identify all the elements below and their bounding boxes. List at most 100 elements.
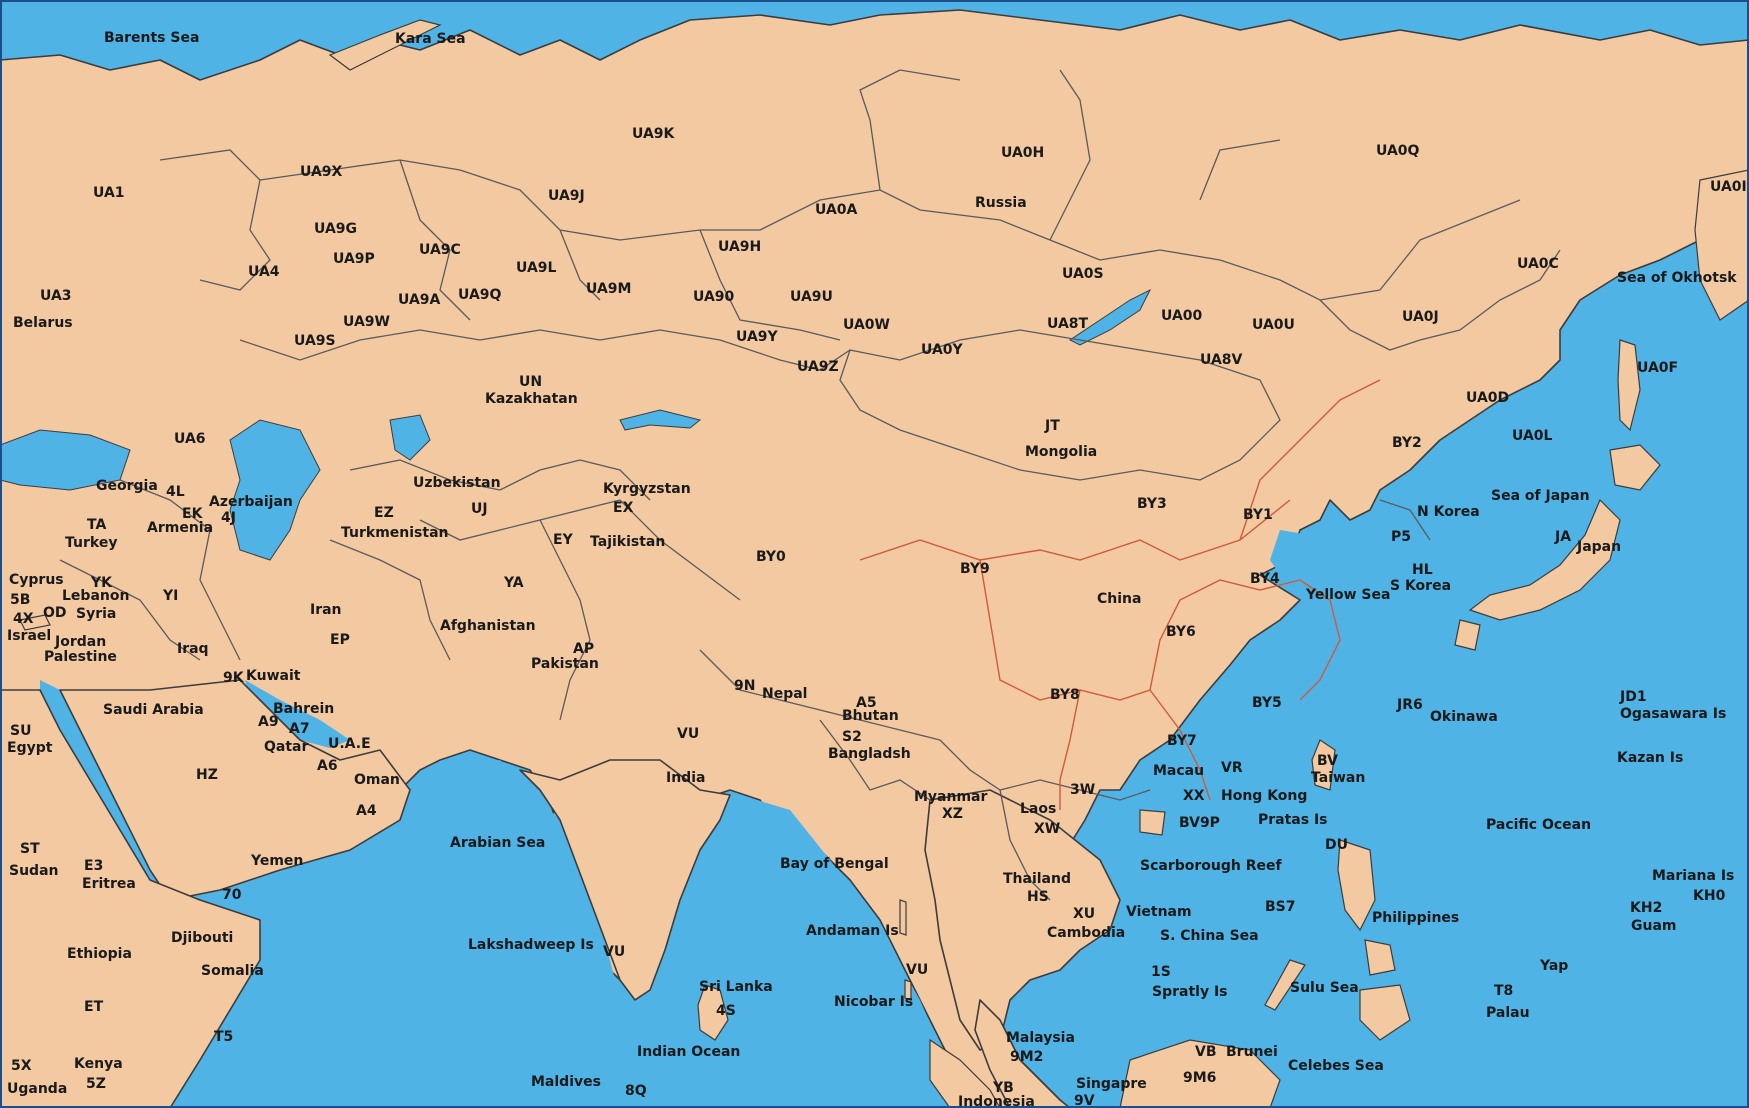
label-jordan: Jordan (54, 634, 106, 650)
label-4j: 4J (221, 510, 236, 526)
yellow-sea-water (1270, 530, 1360, 610)
label-hong-kong: Hong Kong (1221, 788, 1307, 804)
label-ua9u: UA9U (790, 289, 833, 305)
label-ta: TA (87, 517, 106, 533)
label-5z: 5Z (86, 1076, 106, 1092)
label-malaysia: Malaysia (1006, 1030, 1075, 1046)
label-sudan: Sudan (9, 863, 59, 879)
label-hz: HZ (196, 767, 218, 783)
label-bhutan: Bhutan (842, 708, 899, 724)
mindanao (1359, 984, 1411, 1041)
label-djibouti: Djibouti (171, 930, 233, 946)
label-tajikistan: Tajikistan (590, 534, 665, 550)
label-sea-of-japan: Sea of Japan (1491, 488, 1590, 504)
label-israel: Israel (7, 628, 51, 644)
label-3w: 3W (1070, 782, 1095, 798)
label-kh0: KH0 (1693, 888, 1726, 904)
label-ua6: UA6 (174, 431, 206, 447)
label-a4: A4 (356, 803, 377, 819)
label-bv: BV (1317, 753, 1338, 769)
label-russia: Russia (975, 195, 1027, 211)
label-yi: YI (162, 588, 178, 604)
arabian-sea-water (120, 760, 620, 1108)
persian-gulf (245, 680, 350, 748)
label-kh2: KH2 (1630, 900, 1662, 916)
label-bangladsh: Bangladsh (828, 746, 911, 762)
label-philippines: Philippines (1372, 910, 1459, 926)
visayas (1364, 939, 1396, 976)
label-jt: JT (1044, 418, 1060, 434)
label-ua90: UA90 (693, 289, 735, 305)
label-by0: BY0 (756, 549, 786, 565)
malay-peninsula (974, 999, 1071, 1108)
label-yellow-sea: Yellow Sea (1305, 587, 1390, 603)
label-ua9s: UA9S (294, 333, 336, 349)
sakhalin (1617, 339, 1641, 432)
label-ua9l: UA9L (516, 260, 557, 276)
andaman-islands (899, 899, 907, 936)
caspian-sea (229, 419, 321, 561)
label-brunei: Brunei (1226, 1044, 1278, 1060)
label-jr6: JR6 (1396, 697, 1423, 713)
taiwan (1311, 739, 1336, 791)
label-ex: EX (613, 500, 634, 516)
label-hs: HS (1027, 889, 1049, 905)
label-taiwan: Taiwan (1311, 770, 1365, 786)
novaya-zemlya (328, 19, 442, 71)
label-ua0f: UA0F (1637, 360, 1678, 376)
china-province-borders (859, 379, 1381, 810)
label-okinawa: Okinawa (1430, 709, 1498, 725)
label-du: DU (1325, 837, 1348, 853)
label-nicobar-is: Nicobar Is (834, 994, 913, 1010)
label-guam: Guam (1631, 918, 1677, 934)
label-armenia: Armenia (147, 520, 213, 536)
label-spratly-is: Spratly Is (1152, 984, 1228, 1000)
label-ua9w: UA9W (343, 314, 390, 330)
label-turkmenistan: Turkmenistan (341, 525, 448, 541)
label-vu-india: VU (677, 726, 699, 742)
label-singapre: Singapre (1076, 1076, 1147, 1092)
label-sri-lanka: Sri Lanka (699, 979, 773, 995)
eurasia-landmass (0, 9, 1749, 1108)
label-ua9y: UA9Y (736, 329, 779, 345)
label-ua0h: UA0H (1001, 145, 1044, 161)
label-ua9x: UA9X (300, 164, 343, 180)
label-ua0l: UA0L (1512, 428, 1553, 444)
label-od: OD (43, 605, 67, 621)
label-ua9z: UA9Z (797, 359, 839, 375)
label-9n: 9N (734, 678, 755, 694)
arabian-peninsula (59, 679, 411, 901)
label-a7: A7 (289, 721, 310, 737)
label-5x: 5X (11, 1058, 32, 1074)
label-9m6: 9M6 (1183, 1070, 1216, 1086)
label-xu: XU (1073, 906, 1095, 922)
label-ua3: UA3 (40, 288, 72, 304)
africa-horn (0, 689, 261, 1108)
label-9v: 9V (1074, 1093, 1095, 1108)
label-yemen: Yemen (250, 853, 303, 869)
japan-hokkaido (1609, 444, 1661, 491)
label-uj: UJ (471, 501, 488, 517)
label-a9: A9 (258, 714, 279, 730)
label-p5: P5 (1391, 529, 1411, 545)
label-ua0w: UA0W (843, 317, 890, 333)
label-t5: T5 (214, 1029, 233, 1045)
label-kazan-is: Kazan Is (1617, 750, 1683, 766)
label-bs7: BS7 (1265, 899, 1296, 915)
label-ep: EP (330, 632, 350, 648)
label-eritrea: Eritrea (82, 876, 136, 892)
label-ua9h: UA9H (718, 239, 761, 255)
label-by7: BY7 (1167, 733, 1197, 749)
label-8q: 8Q (625, 1083, 647, 1099)
label-turkey: Turkey (65, 535, 117, 551)
label-1s: 1S (1151, 964, 1171, 980)
label-by4: BY4 (1250, 571, 1280, 587)
label-ua0u: UA0U (1252, 317, 1295, 333)
label-ua0d: UA0D (1466, 390, 1509, 406)
label-azerbaijan: Azerbaijan (209, 494, 293, 510)
indochina (924, 789, 1121, 1051)
label-yb: YB (992, 1080, 1014, 1096)
label-ogasawara-is: Ogasawara Is (1620, 706, 1726, 722)
label-ja: JA (1554, 529, 1571, 545)
label-ua8t: UA8T (1047, 316, 1089, 332)
